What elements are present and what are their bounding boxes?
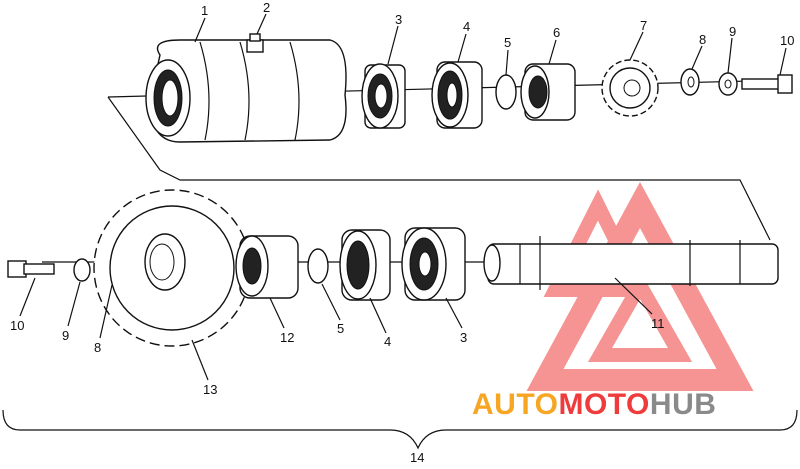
- housing-part-1: [145, 39, 347, 143]
- callout-13: 13: [203, 382, 217, 397]
- callout-2: 2: [263, 0, 270, 15]
- svg-text:AUTOMOTOHUB: AUTOMOTOHUB: [472, 388, 716, 421]
- callout-8-bottom: 8: [94, 340, 101, 355]
- callout-4-bottom: 4: [384, 334, 391, 349]
- callout-5: 5: [504, 35, 511, 50]
- bearing-part-3-bottom: [401, 227, 466, 301]
- lock-washer-part-9-bottom: [73, 258, 91, 282]
- bolt-part-10: [741, 74, 793, 94]
- bushing-part-12: [235, 235, 299, 299]
- callout-5-bottom: 5: [337, 321, 344, 336]
- bushing-part-6: [520, 63, 576, 121]
- watermark-text: AUTOMOTOHUB: [472, 388, 716, 421]
- callout-1: 1: [201, 3, 208, 18]
- watermark-auto: AUTO: [472, 388, 558, 421]
- callout-12: 12: [280, 330, 294, 345]
- callout-4: 4: [463, 19, 470, 34]
- callouts-bottom: 10 9 8 13 12 5 4 3 11: [10, 316, 665, 397]
- watermark-logo: [526, 181, 754, 391]
- ring-part-5-bottom: [307, 248, 329, 284]
- callout-11: 11: [651, 316, 665, 331]
- callout-7: 7: [640, 18, 647, 33]
- callouts-top: 1 2 3 4 5 6 7 8 9 10: [201, 0, 794, 50]
- watermark-hub: HUB: [650, 388, 717, 421]
- callout-9: 9: [729, 24, 736, 39]
- callout-9-bottom: 9: [62, 328, 69, 343]
- bearing-part-3: [361, 63, 406, 129]
- fitting-part-2: [246, 33, 264, 53]
- callout-14: 14: [410, 450, 424, 464]
- assembly-brace: 14: [2, 409, 798, 465]
- callout-10: 10: [780, 33, 794, 48]
- callout-3-bottom: 3: [460, 330, 467, 345]
- washer-part-8: [680, 68, 700, 96]
- watermark-moto: MOTO: [558, 388, 649, 421]
- lock-washer-part-9: [718, 72, 738, 96]
- callout-8: 8: [699, 32, 706, 47]
- bolt-part-10-bottom: [7, 260, 55, 278]
- sprocket-part-7: [601, 59, 659, 117]
- callout-6: 6: [553, 25, 560, 40]
- bearing-part-4: [431, 61, 483, 129]
- callout-3: 3: [395, 12, 402, 27]
- bottom-row-parts: [7, 189, 779, 381]
- callout-10-bottom: 10: [10, 318, 24, 333]
- top-row-parts: [107, 13, 793, 241]
- ring-part-5: [495, 74, 517, 110]
- sprocket-part-13: [93, 189, 251, 347]
- shaft-part-11: [483, 236, 779, 290]
- bearing-part-4-bottom: [339, 229, 391, 301]
